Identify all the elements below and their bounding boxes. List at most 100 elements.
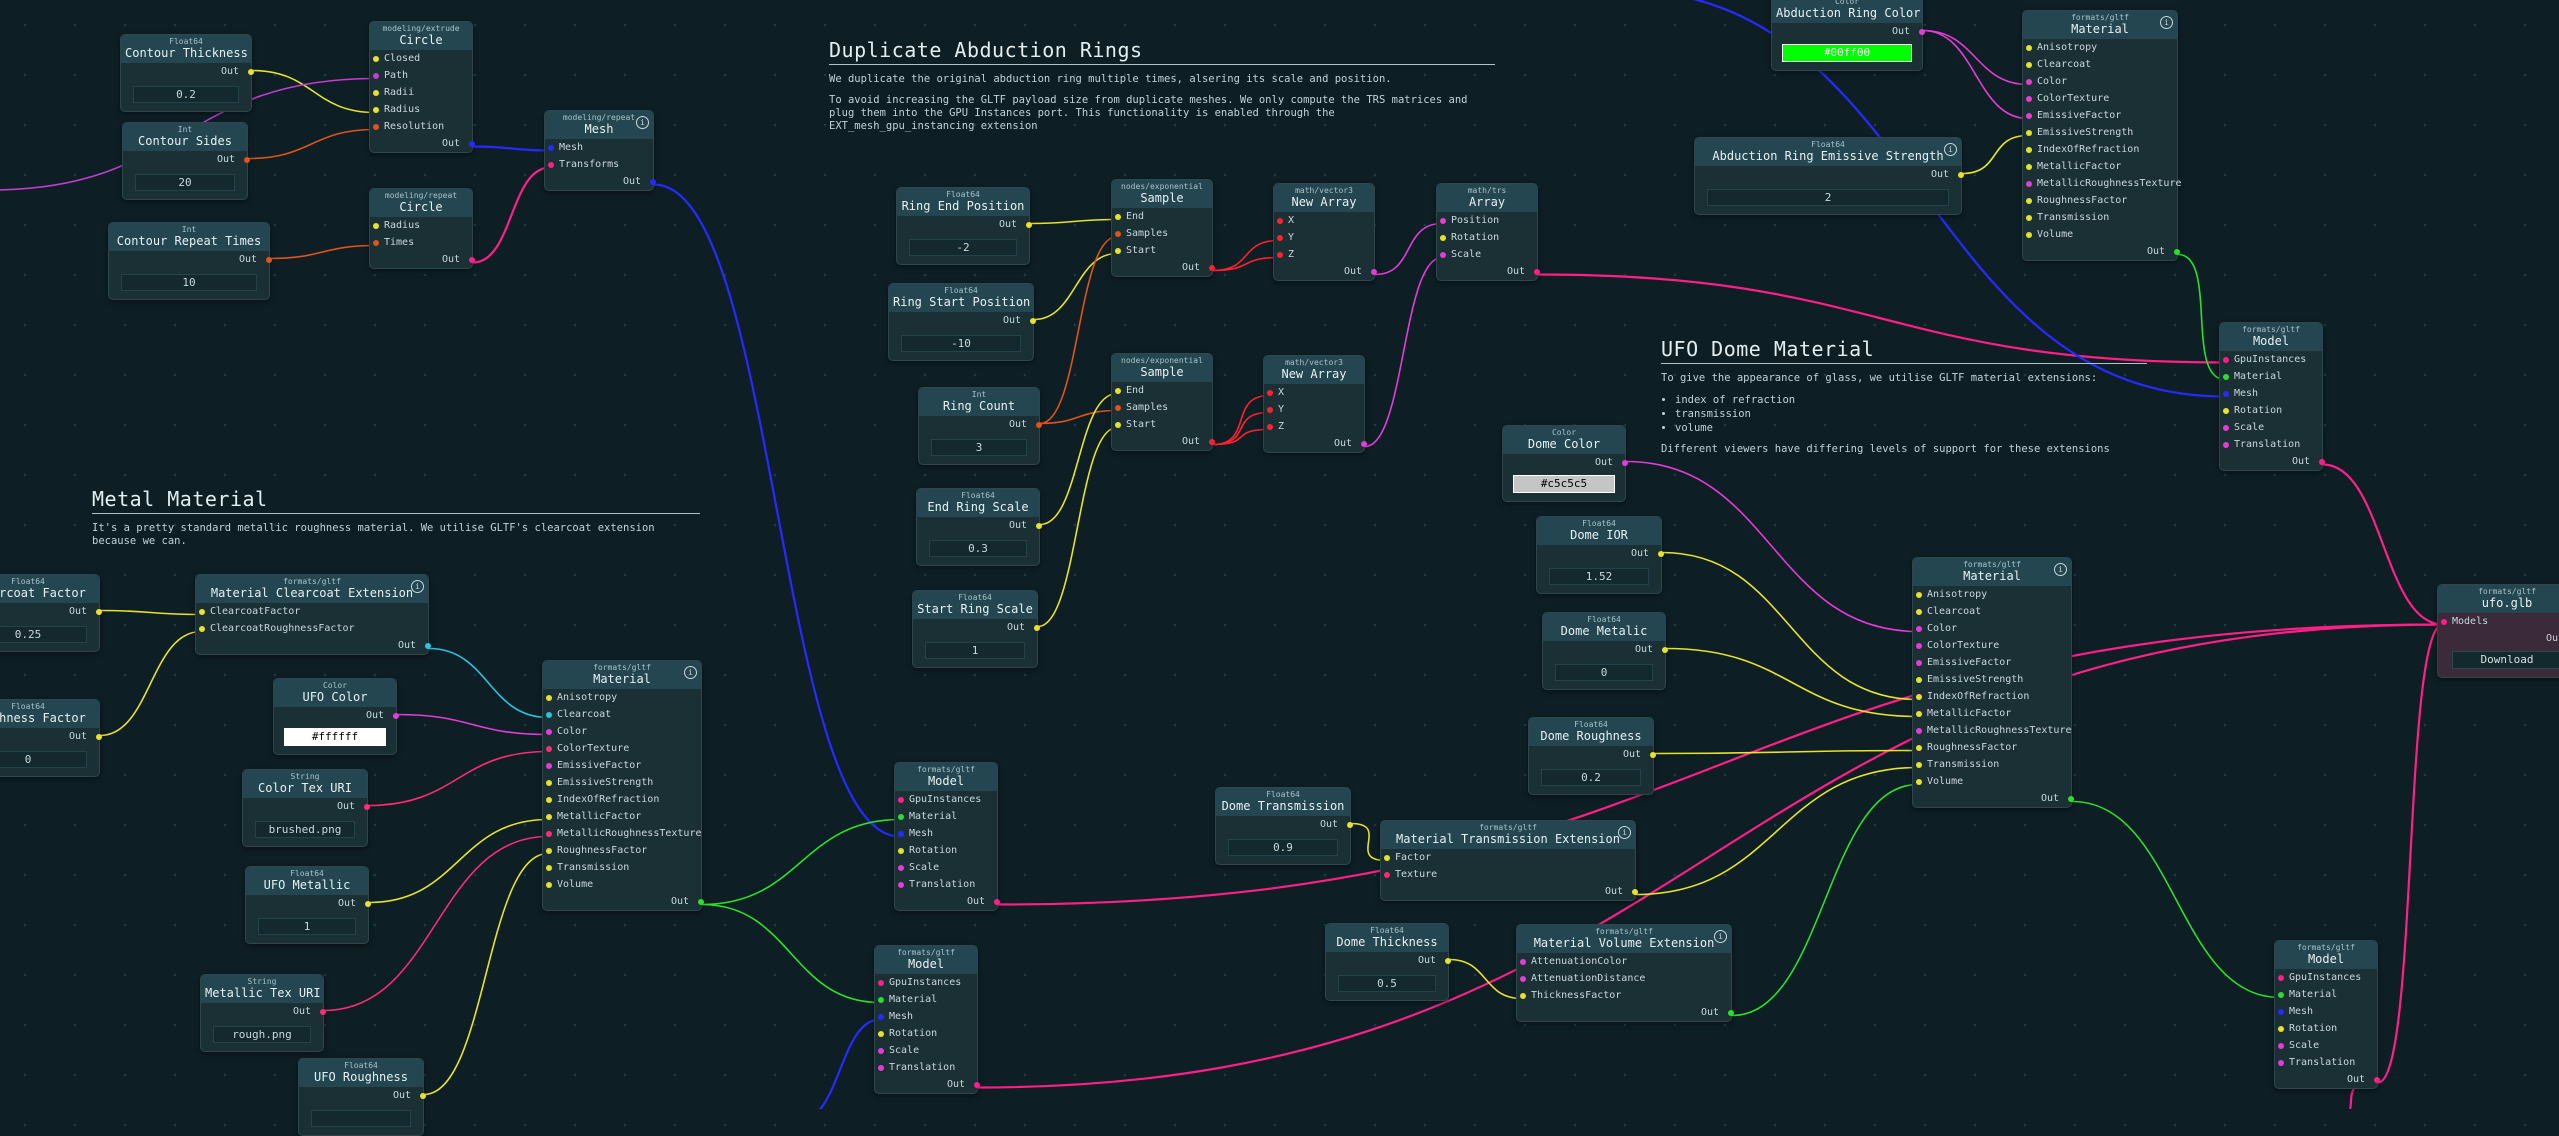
- value-input[interactable]: 1.52: [1549, 568, 1649, 585]
- output-port[interactable]: Out: [201, 1003, 326, 1020]
- port-dot[interactable]: [1520, 976, 1526, 982]
- port-dot[interactable]: [546, 712, 552, 718]
- port-dot[interactable]: [1384, 872, 1390, 878]
- output-port[interactable]: Out: [2220, 453, 2325, 470]
- input-port[interactable]: MetallicFactor: [1913, 705, 2071, 722]
- port-dot[interactable]: [373, 124, 379, 130]
- input-port[interactable]: Volume: [1913, 773, 2071, 790]
- input-port[interactable]: EmissiveFactor: [1913, 654, 2071, 671]
- input-port[interactable]: X: [1274, 212, 1374, 229]
- value-input[interactable]: 0.3: [929, 540, 1027, 557]
- port-dot[interactable]: [1916, 711, 1922, 717]
- port-dot[interactable]: [2223, 391, 2229, 397]
- input-port[interactable]: MetallicRoughnessTexture: [543, 825, 702, 842]
- input-port[interactable]: Closed: [370, 50, 472, 67]
- output-port[interactable]: Out: [543, 893, 704, 910]
- port-dot[interactable]: [546, 763, 552, 769]
- port-dot[interactable]: [1277, 235, 1283, 241]
- port-dot[interactable]: [2223, 357, 2229, 363]
- output-port[interactable]: Out: [1517, 1004, 1734, 1021]
- input-port[interactable]: Material: [2220, 368, 2322, 385]
- value-input[interactable]: -2: [909, 239, 1017, 256]
- output-port[interactable]: Out: [897, 216, 1032, 233]
- port-dot[interactable]: [2223, 442, 2229, 448]
- port-dot[interactable]: [1026, 222, 1032, 228]
- output-port[interactable]: Out: [1543, 641, 1668, 658]
- input-port[interactable]: MetallicRoughnessTexture: [2023, 175, 2182, 192]
- input-port[interactable]: Color: [2023, 73, 2177, 90]
- port-dot[interactable]: [2026, 62, 2032, 68]
- input-port[interactable]: Samples: [1112, 225, 1212, 242]
- input-port[interactable]: Color: [1913, 620, 2071, 637]
- output-port[interactable]: Out: [2023, 243, 2180, 260]
- port-dot[interactable]: [373, 73, 379, 79]
- port-dot[interactable]: [96, 609, 102, 615]
- input-port[interactable]: Position: [1437, 212, 1537, 229]
- port-dot[interactable]: [1209, 265, 1215, 271]
- output-port[interactable]: Out: [370, 251, 475, 268]
- input-port[interactable]: Mesh: [895, 825, 997, 842]
- input-port[interactable]: Mesh: [2275, 1003, 2377, 1020]
- port-dot[interactable]: [2026, 79, 2032, 85]
- input-port[interactable]: Mesh: [875, 1008, 977, 1025]
- value-input[interactable]: 0.25: [0, 626, 87, 643]
- output-port[interactable]: Out: [246, 895, 371, 912]
- port-dot[interactable]: [1916, 660, 1922, 666]
- info-icon[interactable]: i: [1714, 930, 1727, 943]
- port-dot[interactable]: [898, 814, 904, 820]
- input-port[interactable]: RoughnessFactor: [543, 842, 701, 859]
- port-dot[interactable]: [1030, 318, 1036, 324]
- input-port[interactable]: IndexOfRefraction: [543, 791, 701, 808]
- output-port[interactable]: Out: [1112, 259, 1215, 276]
- port-dot[interactable]: [1440, 252, 1446, 258]
- input-port[interactable]: Translation: [2220, 436, 2322, 453]
- port-dot[interactable]: [2174, 249, 2180, 255]
- port-dot[interactable]: [1622, 460, 1628, 466]
- port-dot[interactable]: [546, 848, 552, 854]
- port-dot[interactable]: [2278, 1060, 2284, 1066]
- input-port[interactable]: ClearcoatRoughnessFactor: [196, 620, 428, 637]
- input-port[interactable]: Rotation: [875, 1025, 977, 1042]
- value-input[interactable]: 1: [258, 918, 356, 935]
- port-dot[interactable]: [1520, 959, 1526, 965]
- output-port[interactable]: Out: [196, 637, 431, 654]
- output-port[interactable]: Out: [1537, 545, 1664, 562]
- input-port[interactable]: Anisotropy: [2023, 39, 2177, 56]
- port-dot[interactable]: [1115, 388, 1121, 394]
- port-dot[interactable]: [546, 814, 552, 820]
- port-dot[interactable]: [1916, 643, 1922, 649]
- input-port[interactable]: EmissiveStrength: [1913, 671, 2071, 688]
- port-dot[interactable]: [364, 804, 370, 810]
- port-dot[interactable]: [1371, 269, 1377, 275]
- port-dot[interactable]: [650, 179, 656, 185]
- port-dot[interactable]: [2026, 113, 2032, 119]
- port-dot[interactable]: [2278, 1043, 2284, 1049]
- input-port[interactable]: RoughnessFactor: [2023, 192, 2177, 209]
